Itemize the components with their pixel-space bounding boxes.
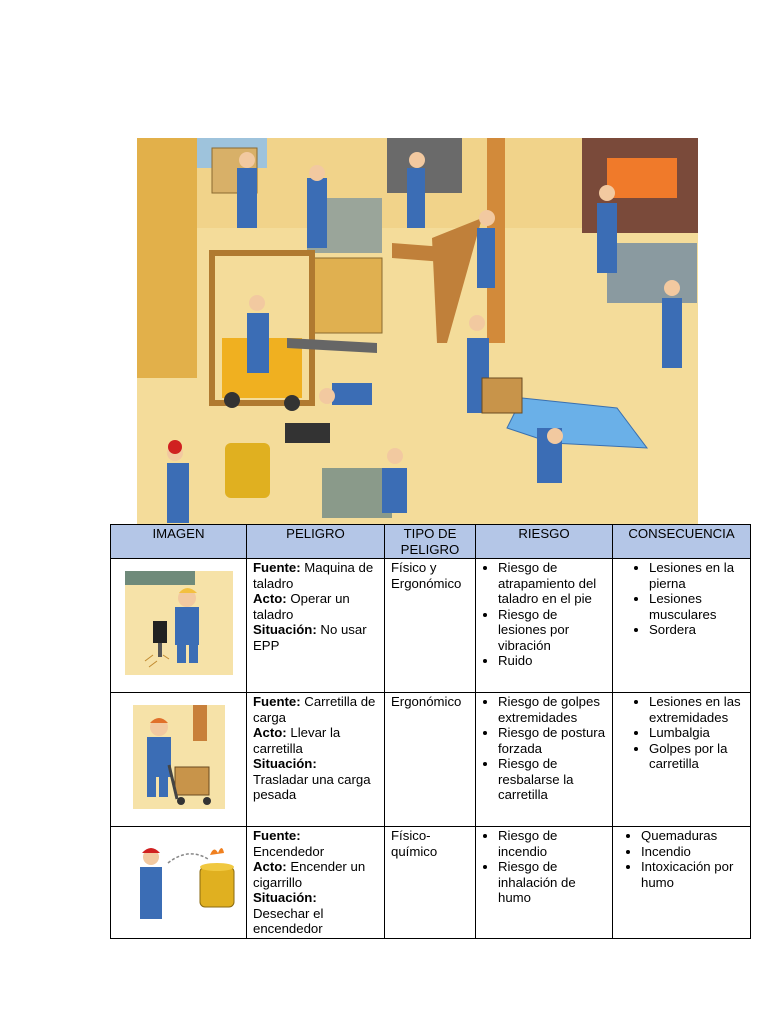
image-cell (110, 558, 247, 693)
header-tipo-peligro: TIPO DE PELIGRO (384, 524, 476, 559)
list-item: Sordera (649, 622, 744, 638)
fuente-label: Fuente: (253, 560, 301, 575)
riesgo-cell: Riesgo de atrapamiento del taladro en el… (475, 558, 613, 693)
image-cell (110, 692, 247, 827)
acto-value: Encender un cigarrillo (253, 859, 366, 890)
list-item: Riesgo de postura forzada (498, 725, 606, 756)
situacion-label: Situación: (253, 756, 317, 771)
cart-worker-thumbnail (132, 705, 225, 809)
consecuencia-list: Lesiones en la pierna Lesiones musculare… (619, 560, 744, 638)
list-item: Golpes por la carretilla (649, 741, 744, 772)
peligro-cell: Fuente: Encendedor Acto: Encender un cig… (246, 826, 385, 939)
tipo-cell: Físico y Ergonómico (384, 558, 476, 693)
consecuencia-list: Lesiones en las extremidades Lumbalgia G… (619, 694, 744, 772)
riesgo-cell: Riesgo de golpes extremidades Riesgo de … (475, 692, 613, 827)
situacion-value: Trasladar una carga pesada (253, 771, 371, 803)
list-item: Intoxicación por humo (641, 859, 744, 890)
acto-label: Acto: (253, 859, 287, 874)
smoker-worker-thumbnail (117, 837, 240, 921)
fuente-value: Encendedor (253, 843, 325, 859)
situacion-value: Desechar el encendedor (253, 905, 324, 937)
situacion-label: Situación: (253, 622, 317, 637)
list-item: Incendio (641, 844, 744, 860)
peligro-cell: Fuente: Carretilla de carga Acto: Llevar… (246, 692, 385, 827)
jackhammer-worker-thumbnail (124, 571, 233, 675)
list-item: Lesiones en las extremidades (649, 694, 744, 725)
acto-value: Llevar la carretilla (253, 725, 341, 756)
header-imagen: IMAGEN (110, 524, 247, 559)
list-item: Riesgo de incendio (498, 828, 606, 859)
list-item: Riesgo de golpes extremidades (498, 694, 606, 725)
list-item: Riesgo de lesiones por vibración (498, 607, 606, 654)
table-header-row: IMAGEN PELIGRO TIPO DE PELIGRO RIESGO CO… (110, 524, 751, 559)
riesgo-list: Riesgo de incendio Riesgo de inhalación … (482, 828, 606, 906)
consecuencia-list: Quemaduras Incendio Intoxicación por hum… (619, 828, 744, 890)
list-item: Quemaduras (641, 828, 744, 844)
situacion-value: No usar EPP (253, 622, 367, 653)
list-item: Lesiones musculares (649, 591, 744, 622)
workshop-hazards-illustration (137, 138, 698, 526)
fuente-label: Fuente: (253, 828, 301, 843)
peligro-cell: Fuente: Maquina de taladro Acto: Operar … (246, 558, 385, 693)
hazard-table: IMAGEN PELIGRO TIPO DE PELIGRO RIESGO CO… (110, 524, 751, 939)
table-row: Fuente: Carretilla de carga Acto: Llevar… (110, 692, 751, 827)
tipo-cell: Ergonómico (384, 692, 476, 827)
header-peligro: PELIGRO (246, 524, 385, 559)
table-row: Fuente: Maquina de taladro Acto: Operar … (110, 558, 751, 693)
table-row: Fuente: Encendedor Acto: Encender un cig… (110, 826, 751, 939)
image-cell (110, 826, 247, 939)
fuente-value: Maquina de taladro (253, 560, 374, 591)
riesgo-list: Riesgo de golpes extremidades Riesgo de … (482, 694, 606, 803)
header-consecuencia: CONSECUENCIA (612, 524, 751, 559)
list-item: Lumbalgia (649, 725, 744, 741)
fuente-value: Carretilla de carga (253, 694, 376, 725)
riesgo-cell: Riesgo de incendio Riesgo de inhalación … (475, 826, 613, 939)
acto-label: Acto: (253, 725, 287, 740)
consecuencia-cell: Quemaduras Incendio Intoxicación por hum… (612, 826, 751, 939)
list-item: Riesgo de atrapamiento del taladro en el… (498, 560, 606, 607)
fuente-label: Fuente: (253, 694, 301, 709)
riesgo-list: Riesgo de atrapamiento del taladro en el… (482, 560, 606, 669)
consecuencia-cell: Lesiones en las extremidades Lumbalgia G… (612, 692, 751, 827)
tipo-cell: Físico-químico (384, 826, 476, 939)
consecuencia-cell: Lesiones en la pierna Lesiones musculare… (612, 558, 751, 693)
list-item: Riesgo de inhalación de humo (498, 859, 606, 906)
list-item: Riesgo de resbalarse la carretilla (498, 756, 606, 803)
acto-value: Operar un taladro (253, 591, 350, 622)
list-item: Lesiones en la pierna (649, 560, 744, 591)
list-item: Ruido (498, 653, 606, 669)
acto-label: Acto: (253, 591, 287, 606)
header-riesgo: RIESGO (475, 524, 613, 559)
situacion-label: Situación: (253, 890, 317, 905)
